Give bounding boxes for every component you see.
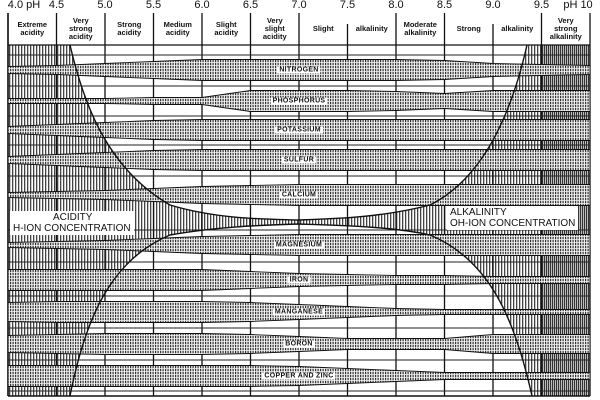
- nutrient-label: MANGANESE: [272, 308, 326, 316]
- acidity-zone-label: Slight: [312, 24, 334, 33]
- acidity-zone-label: Very strong alkalinity: [549, 16, 582, 41]
- acidity-zone-label: Very slight acidity: [262, 16, 287, 41]
- ph-tick-label: 8.5: [436, 0, 453, 11]
- ph-tick-label: 5.0: [97, 0, 113, 11]
- acidity-zone-label: Extreme acidity: [17, 20, 48, 37]
- upper-concentration-curve: [69, 44, 528, 221]
- acidity-title: ACIDITY: [53, 212, 93, 223]
- ph-tick-label: pH 10: [563, 0, 593, 11]
- nutrient-label: PHOSPHORUS: [270, 97, 328, 105]
- ph-tick-label: 7.5: [339, 0, 356, 11]
- ph-tick-label: 5.5: [145, 0, 162, 11]
- acidity-zone-label: Moderate alkalinity: [403, 20, 437, 37]
- ph-tick-label: 4.5: [48, 0, 65, 11]
- nutrient-label: NITROGEN: [277, 66, 321, 74]
- ph-tick-label: 6.5: [242, 0, 259, 11]
- nutrient-label: SULFUR: [281, 156, 317, 164]
- ph-tick-label: 9.5: [533, 0, 550, 11]
- nutrient-label: CALCIUM: [279, 191, 319, 199]
- alkalinity-subtitle: OH-ION CONCENTRATION: [450, 218, 576, 229]
- acidity-zone-label: alkalinity: [501, 24, 534, 33]
- alkalinity-title: ALKALINITY: [450, 207, 507, 218]
- ph-tick-label: 7.0: [291, 0, 307, 11]
- nutrient-label: POTASSIUM: [275, 126, 323, 134]
- ph-tick-label: 8.0: [388, 0, 404, 11]
- nutrient-label: BORON: [283, 340, 315, 348]
- ph-tick-label: 6.0: [194, 0, 210, 11]
- acidity-zone-label: Slight acidity: [214, 20, 239, 37]
- ph-tick-label: 4.0 pH: [7, 0, 41, 11]
- acidity-zone-label: Very strong acidity: [68, 16, 93, 41]
- lower-concentration-curve: [69, 223, 533, 397]
- acidity-zone-label: alkalinity: [355, 24, 388, 33]
- alkalinity-label: ALKALINITY OH-ION CONCENTRATION: [447, 206, 579, 230]
- acidity-label: ACIDITY H-ION CONCENTRATION: [10, 211, 134, 235]
- acidity-subtitle: H-ION CONCENTRATION: [13, 223, 131, 234]
- acidity-zone-label: Medium acidity: [163, 20, 192, 37]
- nutrient-label: MAGNESIUM: [273, 241, 325, 249]
- acidity-zone-label: Strong: [456, 24, 481, 33]
- nutrient-label: COPPER AND ZINC: [262, 372, 336, 380]
- nutrient-label: IRON: [287, 276, 311, 284]
- acidity-zone-label: Strong acidity: [117, 20, 142, 37]
- ph-tick-label: 9.0: [485, 0, 501, 11]
